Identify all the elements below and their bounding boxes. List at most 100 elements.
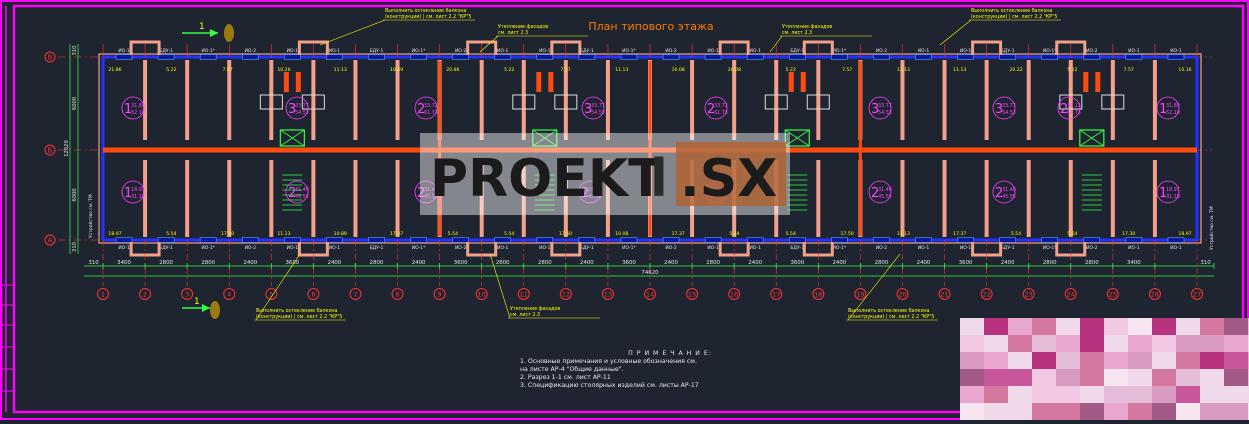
- column-axis-label: 26: [1151, 291, 1159, 299]
- room-area-tag: 18.97: [108, 231, 121, 237]
- pixelated-block-cell: [1080, 403, 1104, 420]
- apartment-marker: [285, 96, 309, 120]
- pixelated-block-cell: [1224, 352, 1248, 369]
- dimension-value-vertical: 310: [72, 46, 78, 56]
- apartment-area: 31.40: [424, 187, 438, 193]
- dimension-value: 3600: [959, 260, 973, 266]
- apartment-marker: [1057, 96, 1081, 120]
- apartment-living-area: 45.55: [588, 194, 602, 200]
- pixelated-block-cell: [1152, 352, 1176, 369]
- callout-insulate-bottom-text: Утепление фасадов: [510, 306, 560, 312]
- apartment-area: 33.77: [295, 103, 309, 109]
- window-tag-top: ИО-1*: [201, 48, 215, 54]
- room-area-tag: 7.87: [223, 67, 233, 73]
- callout-insulate-top-right-text: Утепление фасадов: [782, 24, 832, 30]
- room-area-tag: 21.86: [108, 67, 121, 73]
- callout-balcony-bottom-right-text: (конструкции) | см. лист 2.2 "КР"5: [848, 314, 934, 320]
- window-tag-top: ИО-2: [1086, 48, 1098, 54]
- pixelated-block-cell: [1008, 318, 1032, 335]
- callout-insulate-top-right-text: см. лист 2.3: [782, 30, 812, 36]
- window-bottom: [326, 237, 343, 243]
- apartment-area: 31.80: [1166, 103, 1180, 109]
- pixelated-block-cell: [1104, 403, 1128, 420]
- apartment-marker: [704, 96, 728, 120]
- room-area-tag: 17.50: [221, 231, 234, 237]
- window-tag-top: ИО-1: [960, 48, 972, 54]
- window-top: [788, 54, 806, 60]
- dimension-value-vertical: 310: [72, 242, 78, 252]
- window-bottom: [915, 237, 932, 243]
- callout-balcony-top-text: Выполнить остекление балкона: [385, 8, 467, 14]
- side-label-right: Устройство см. ТМ: [1208, 206, 1215, 250]
- column-axis-bubble: [1148, 288, 1161, 300]
- window-tag-bottom: ИО-2: [245, 245, 257, 251]
- pixelated-block-cell: [1008, 403, 1032, 420]
- apartment-number: 2: [417, 186, 425, 201]
- apartment-area: 31.80: [131, 103, 145, 109]
- pixelated-block-cell: [1152, 386, 1176, 403]
- column-axis-bubble: [181, 288, 194, 300]
- dimension-value: 2800: [1085, 260, 1099, 266]
- room-area-tag: 20.86: [446, 67, 459, 73]
- column-axis-bubble: [391, 288, 404, 300]
- pixelated-block-cell: [1104, 318, 1128, 335]
- apartment-number: 3: [995, 102, 1003, 117]
- column-axis-label: 21: [940, 291, 948, 299]
- window-tag-bottom: ИО-1*: [1043, 245, 1057, 251]
- apartment-marker: [1156, 96, 1180, 120]
- pixelated-block-cell: [984, 318, 1008, 335]
- dimension-value: 2400: [664, 260, 678, 266]
- window-tag-top: ИО-1: [1170, 48, 1182, 54]
- pixelated-block-cell: [1224, 318, 1248, 335]
- window-tag-top: ИО-2: [665, 48, 677, 54]
- pixelated-block-cell: [1176, 403, 1200, 420]
- pixelated-block-cell: [1056, 403, 1080, 420]
- balcony-top: [1055, 40, 1087, 55]
- window-tag-bottom: ИО-1: [329, 245, 341, 251]
- window-tag-top: БДУ-1: [1001, 48, 1015, 54]
- apartment-living-area: 52.10: [1166, 110, 1180, 116]
- dimension-value: 2400: [748, 260, 762, 266]
- room-area-tag: 5.22: [166, 67, 176, 73]
- pixelated-block-cell: [960, 335, 984, 352]
- window-bottom: [284, 237, 301, 243]
- window-top: [831, 54, 848, 60]
- callout-balcony-top-leader: [319, 19, 386, 46]
- column-axis-bubble: [559, 288, 572, 300]
- pixelated-block-cell: [984, 352, 1008, 369]
- room-area-tag: 11.13: [953, 67, 966, 73]
- row-axis-label: Б: [48, 147, 53, 155]
- bathroom-fixture: [806, 94, 830, 110]
- dimension-value: 310: [88, 260, 99, 266]
- dimension-value: 2400: [412, 260, 426, 266]
- pixelated-block-cell: [1008, 335, 1032, 352]
- window-tag-bottom: ИО-1: [707, 245, 719, 251]
- room-area-tag: 17.37: [390, 231, 403, 237]
- room-area-tag: 17.37: [672, 231, 685, 237]
- dimension-value: 3600: [454, 260, 468, 266]
- apartment-living-area: 61.73: [424, 110, 438, 116]
- column-axis-bubble: [433, 288, 446, 300]
- pixelated-block-cell: [1200, 352, 1224, 369]
- bathroom-fixture: [259, 94, 283, 110]
- window-top: [915, 54, 932, 60]
- window-top: [326, 54, 343, 60]
- window-tag-top: БДУ-1: [159, 48, 173, 54]
- window-tag-bottom: ИО-1: [497, 245, 509, 251]
- dimension-value: 3600: [285, 260, 299, 266]
- apartment-marker: [414, 180, 438, 204]
- window-tag-bottom: ИО-1*: [412, 245, 426, 251]
- window-bottom: [704, 237, 722, 243]
- elevator-cross: [785, 129, 810, 147]
- window-top: [536, 54, 554, 60]
- room-area-tag: 17.50: [559, 231, 572, 237]
- pixelated-block-cell: [1200, 369, 1224, 386]
- window-tag-bottom: ИО-1: [539, 245, 551, 251]
- room-area-tag: 5.54: [504, 231, 514, 237]
- column-axis-bubble: [1106, 288, 1119, 300]
- window-bottom: [494, 237, 512, 243]
- pixelated-block-cell: [1200, 318, 1224, 335]
- watermark-right-text: .SX: [680, 149, 777, 209]
- pixelated-block-cell: [1152, 403, 1176, 420]
